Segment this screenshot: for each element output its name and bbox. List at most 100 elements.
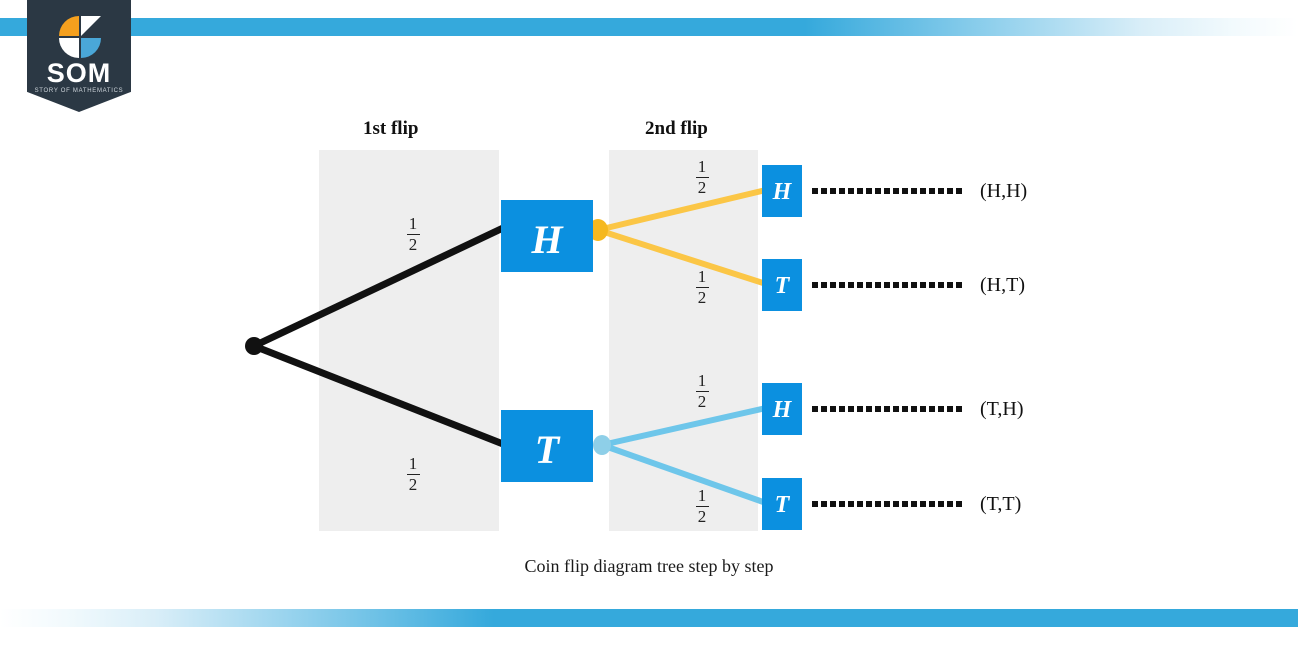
fraction-bar: [695, 176, 709, 178]
connector-dot: [875, 282, 881, 288]
connector-dot: [839, 406, 845, 412]
connector-dot: [839, 188, 845, 194]
connector-dot: [911, 188, 917, 194]
fraction-numerator: 1: [697, 157, 707, 176]
connector-dot: [866, 406, 872, 412]
connector-dot: [956, 501, 962, 507]
connector-dot: [938, 188, 944, 194]
fraction-bar: [406, 473, 420, 475]
branch-h-to-hh: [597, 187, 767, 233]
connector-dot: [839, 501, 845, 507]
connector-dot: [947, 188, 953, 194]
outcome-label-hh: (H,H): [980, 180, 1028, 202]
connector-dot: [920, 282, 926, 288]
fraction-bar: [695, 286, 709, 288]
connector-dot: [902, 406, 908, 412]
connector-dot: [812, 282, 818, 288]
node-leaf-th[interactable]: H: [762, 383, 802, 435]
heads-hub-dot: [588, 219, 608, 241]
node-leaf-ht[interactable]: T: [762, 259, 802, 311]
fraction-numerator: 1: [408, 214, 418, 233]
outcome-label-ht: (H,T): [980, 274, 1025, 296]
connector-dot: [947, 501, 953, 507]
connector-dot: [866, 501, 872, 507]
dotted-connector-tt: [812, 501, 962, 508]
node-leaf-hh[interactable]: H: [762, 165, 802, 217]
connector-dot: [866, 188, 872, 194]
connector-dot: [893, 282, 899, 288]
connector-dot: [821, 501, 827, 507]
connector-dot: [875, 188, 881, 194]
connector-dot: [893, 188, 899, 194]
som-logo-shield[interactable]: SOM STORY OF MATHEMATICS: [27, 0, 131, 112]
probability-ht: 1 2: [689, 268, 715, 307]
connector-dot: [830, 501, 836, 507]
som-tagline: STORY OF MATHEMATICS: [34, 88, 124, 94]
probability-th: 1 2: [689, 372, 715, 411]
fraction-bar: [406, 233, 420, 235]
connector-dot: [938, 406, 944, 412]
probability-hh: 1 2: [689, 158, 715, 197]
connector-dot: [848, 501, 854, 507]
first-flip-band: [319, 150, 499, 531]
connector-dot: [920, 501, 926, 507]
branch-root-to-h: [252, 224, 505, 350]
connector-dot: [821, 282, 827, 288]
node-leaf-tt[interactable]: T: [762, 478, 802, 530]
connector-dot: [812, 501, 818, 507]
connector-dot: [857, 188, 863, 194]
fraction-denominator: 2: [697, 506, 707, 526]
probability-tt: 1 2: [689, 487, 715, 526]
connector-dot: [857, 501, 863, 507]
connector-dot: [884, 501, 890, 507]
connector-dot: [947, 406, 953, 412]
branch-t-to-th: [601, 405, 767, 448]
connector-dot: [875, 501, 881, 507]
node-heads-first-flip[interactable]: H: [501, 200, 593, 272]
connector-dot: [938, 282, 944, 288]
fraction-numerator: 1: [697, 371, 707, 390]
connector-dot: [812, 188, 818, 194]
connector-dot: [866, 282, 872, 288]
connector-dot: [911, 282, 917, 288]
connector-dot: [848, 188, 854, 194]
connector-dot: [911, 501, 917, 507]
first-flip-title: 1st flip: [363, 118, 419, 139]
som-logo-mark-icon: [59, 16, 101, 58]
connector-dot: [821, 188, 827, 194]
connector-dot: [893, 501, 899, 507]
connector-dot: [884, 282, 890, 288]
connector-dot: [830, 282, 836, 288]
second-flip-band: [609, 150, 758, 531]
connector-dot: [920, 406, 926, 412]
connector-dot: [911, 406, 917, 412]
connector-dot: [938, 501, 944, 507]
connector-dot: [902, 282, 908, 288]
connector-dot: [902, 188, 908, 194]
outcome-label-tt: (T,T): [980, 493, 1022, 515]
connector-dot: [875, 406, 881, 412]
top-accent-stripe: [0, 18, 1298, 36]
dotted-connector-ht: [812, 282, 962, 289]
branch-h-to-ht: [597, 227, 767, 287]
connector-dot: [929, 282, 935, 288]
connector-dot: [929, 501, 935, 507]
fraction-numerator: 1: [697, 486, 707, 505]
connector-dot: [893, 406, 899, 412]
fraction-numerator: 1: [697, 267, 707, 286]
connector-dot: [956, 406, 962, 412]
connector-dot: [956, 282, 962, 288]
connector-dot: [920, 188, 926, 194]
fraction-denominator: 2: [408, 474, 418, 494]
dotted-connector-hh: [812, 188, 962, 195]
connector-dot: [812, 406, 818, 412]
connector-dot: [902, 501, 908, 507]
connector-dot: [956, 188, 962, 194]
fraction-bar: [695, 390, 709, 392]
connector-dot: [848, 282, 854, 288]
connector-dot: [929, 406, 935, 412]
connector-dot: [857, 406, 863, 412]
node-tails-first-flip[interactable]: T: [501, 410, 593, 482]
connector-dot: [929, 188, 935, 194]
